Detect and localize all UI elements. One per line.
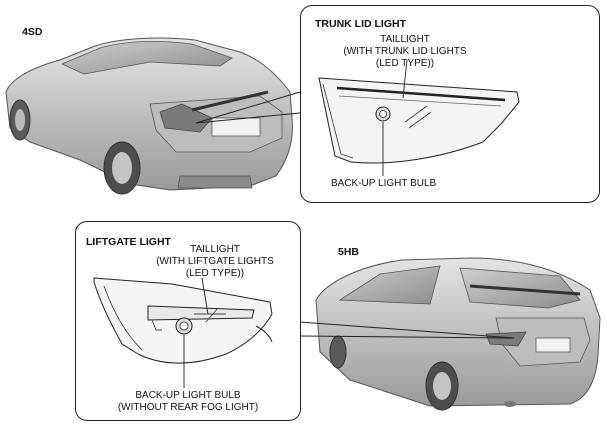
liftgate-light-panel: LIFTGATE LIGHT TAILLIGHT (WITH LIFTGATE … (75, 221, 301, 421)
liftgate-lamp-icon (93, 277, 273, 388)
trunk-panel-title: TRUNK LID LIGHT (315, 18, 406, 30)
bulb-socket-icon (175, 317, 193, 335)
trunk-bulb-label: BACK-UP LIGHT BULB (331, 178, 437, 189)
bulb-socket-icon (375, 106, 391, 122)
sedan-car-icon (5, 37, 293, 195)
hatchback-label: 5HB (338, 246, 360, 258)
liftgate-taillight-label: TAILLIGHT (WITH LIFTGATE LIGHTS (LED TYP… (156, 244, 274, 279)
trunk-lid-lamp-icon (318, 59, 520, 176)
hatchback-car-icon (315, 257, 601, 411)
liftgate-bulb-label: BACK-UP LIGHT BULB (WITHOUT REAR FOG LIG… (117, 390, 259, 413)
trunk-taillight-label: TAILLIGHT (WITH TRUNK LID LIGHTS (LED TY… (343, 34, 467, 69)
trunk-lid-light-panel: TRUNK LID LIGHT TAILLIGHT (WITH TRUNK LI… (300, 5, 600, 203)
liftgate-panel-title: LIFTGATE LIGHT (86, 236, 171, 248)
sedan-label: 4SD (22, 26, 43, 38)
